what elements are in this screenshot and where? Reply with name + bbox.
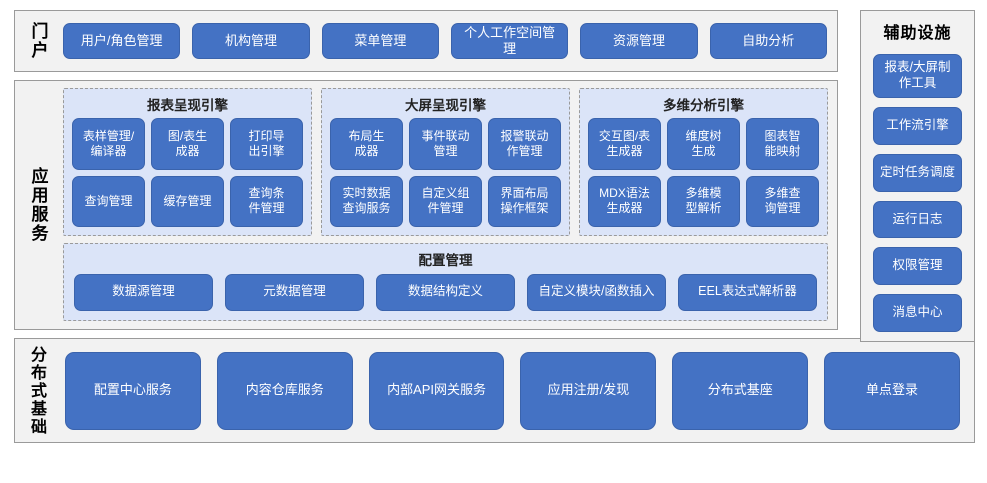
- config-management-button-group: 数据源管理 元数据管理 数据结构定义 自定义模块/函数插入 EEL表达式解析器: [74, 273, 817, 311]
- config-management-title: 配置管理: [418, 253, 473, 268]
- distributed-infrastructure-section: 分布式基础 配置中心服务 内容仓库服务 内部API网关服务 应用注册/发现 分布…: [14, 338, 975, 443]
- distributed-infrastructure-label: 分布式基础: [28, 345, 45, 436]
- portal-button-self-service-analysis[interactable]: 自助分析: [709, 23, 827, 59]
- config-button-datasource-management[interactable]: 数据源管理: [74, 273, 213, 311]
- middle-row: 应用服务 报表呈现引擎 表样管理/ 编译器 图/表生 成器 打印导 出引擎 查询…: [14, 80, 975, 330]
- aux-button-scheduled-task-scheduling[interactable]: 定时任务调度: [872, 153, 962, 192]
- engine-panels: 报表呈现引擎 表样管理/ 编译器 图/表生 成器 打印导 出引擎 查询管理 缓存…: [63, 88, 828, 236]
- engine-panel-multidimensional-grid: 交互图/表 生成器 维度树 生成 图表智 能映射 MDX语法 生成器 多维模 型…: [588, 118, 819, 227]
- engine-panel-large-screen: 大屏呈现引擎 布局生 成器 事件联动 管理 报警联动 作管理 实时数据 查询服务…: [321, 88, 570, 236]
- dist-button-single-sign-on[interactable]: 单点登录: [824, 351, 960, 430]
- report-button-query-management[interactable]: 查询管理: [72, 175, 145, 227]
- multidim-button-mdx-syntax-generator[interactable]: MDX语法 生成器: [588, 175, 661, 227]
- dist-button-app-registration-discovery[interactable]: 应用注册/发现: [520, 351, 657, 430]
- engine-panel-report-grid: 表样管理/ 编译器 图/表生 成器 打印导 出引擎 查询管理 缓存管理 查询条 …: [72, 118, 303, 227]
- config-button-data-structure-definition[interactable]: 数据结构定义: [376, 273, 515, 311]
- config-button-metadata-management[interactable]: 元数据管理: [225, 273, 364, 311]
- multidim-button-multidimensional-query-management[interactable]: 多维查 询管理: [746, 175, 819, 227]
- dist-button-distributed-base[interactable]: 分布式基座: [672, 351, 809, 430]
- engine-panel-report-title: 报表呈现引擎: [147, 98, 228, 113]
- aux-button-report-dashboard-authoring-tool[interactable]: 报表/大屏制 作工具: [872, 54, 962, 98]
- portal-section-label: 门户: [28, 22, 48, 60]
- portal-button-menu-management[interactable]: 菜单管理: [321, 23, 439, 59]
- multidim-button-multidimensional-model-parsing[interactable]: 多维模 型解析: [667, 175, 740, 227]
- distributed-button-group: 配置中心服务 内容仓库服务 内部API网关服务 应用注册/发现 分布式基座 单点…: [57, 339, 974, 442]
- application-services-body: 报表呈现引擎 表样管理/ 编译器 图/表生 成器 打印导 出引擎 查询管理 缓存…: [61, 81, 837, 329]
- portal-button-group: 用户/角色管理 机构管理 菜单管理 个人工作空间管理 资源管理 自助分析: [61, 11, 837, 71]
- portal-button-resource-management[interactable]: 资源管理: [580, 23, 698, 59]
- aux-button-runtime-log[interactable]: 运行日志: [872, 200, 962, 239]
- portal-button-personal-workspace-management[interactable]: 个人工作空间管理: [450, 23, 569, 59]
- dist-button-config-center-service[interactable]: 配置中心服务: [65, 351, 201, 430]
- dist-button-content-repository-service[interactable]: 内容仓库服务: [216, 351, 353, 430]
- report-button-template-management-compiler[interactable]: 表样管理/ 编译器: [72, 118, 145, 170]
- bottom-row: 分布式基础 配置中心服务 内容仓库服务 内部API网关服务 应用注册/发现 分布…: [14, 338, 975, 443]
- portal-section: 门户 用户/角色管理 机构管理 菜单管理 个人工作空间管理 资源管理 自助分析: [14, 10, 838, 72]
- aux-button-workflow-engine[interactable]: 工作流引擎: [872, 106, 962, 145]
- auxiliary-facilities-title: 辅助设施: [883, 25, 952, 42]
- top-row: 门户 用户/角色管理 机构管理 菜单管理 个人工作空间管理 资源管理 自助分析: [14, 10, 975, 72]
- aux-button-message-center[interactable]: 消息中心: [872, 294, 962, 333]
- config-button-eel-expression-parser[interactable]: EEL表达式解析器: [678, 273, 817, 311]
- multidim-button-interactive-chart-table-generator[interactable]: 交互图/表 生成器: [588, 118, 661, 170]
- large-screen-button-ui-layout-operation-framework[interactable]: 界面布局 操作框架: [488, 175, 561, 227]
- auxiliary-facilities-section: 辅助设施 报表/大屏制 作工具 工作流引擎 定时任务调度 运行日志 权限管理 消…: [859, 10, 975, 342]
- report-button-query-condition-management[interactable]: 查询条 件管理: [230, 175, 303, 227]
- report-button-cache-management[interactable]: 缓存管理: [151, 175, 224, 227]
- engine-panel-large-screen-grid: 布局生 成器 事件联动 管理 报警联动 作管理 实时数据 查询服务 自定义组 件…: [330, 118, 561, 227]
- large-screen-button-alarm-linkage-action-management[interactable]: 报警联动 作管理: [488, 118, 561, 170]
- engine-panel-multidimensional-title: 多维分析引擎: [663, 98, 744, 113]
- application-services-section: 应用服务 报表呈现引擎 表样管理/ 编译器 图/表生 成器 打印导 出引擎 查询…: [14, 80, 838, 330]
- multidim-button-chart-smart-mapping[interactable]: 图表智 能映射: [746, 118, 819, 170]
- config-management-panel: 配置管理 数据源管理 元数据管理 数据结构定义 自定义模块/函数插入 EEL表达…: [63, 243, 828, 321]
- portal-button-org-management[interactable]: 机构管理: [192, 23, 310, 59]
- large-screen-button-custom-component-management[interactable]: 自定义组 件管理: [409, 175, 482, 227]
- engine-panel-report: 报表呈现引擎 表样管理/ 编译器 图/表生 成器 打印导 出引擎 查询管理 缓存…: [63, 88, 312, 236]
- large-screen-button-event-linkage-management[interactable]: 事件联动 管理: [409, 118, 482, 170]
- multidim-button-dimension-tree-generation[interactable]: 维度树 生成: [667, 118, 740, 170]
- large-screen-button-realtime-data-query-service[interactable]: 实时数据 查询服务: [330, 175, 403, 227]
- aux-button-permission-management[interactable]: 权限管理: [872, 247, 962, 286]
- config-button-custom-module-function-insertion[interactable]: 自定义模块/函数插入: [527, 273, 666, 311]
- report-button-chart-table-generator[interactable]: 图/表生 成器: [151, 118, 224, 170]
- portal-button-user-role-management[interactable]: 用户/角色管理: [63, 23, 181, 59]
- application-services-label: 应用服务: [28, 167, 48, 243]
- report-button-print-export-engine[interactable]: 打印导 出引擎: [230, 118, 303, 170]
- dist-button-internal-api-gateway-service[interactable]: 内部API网关服务: [368, 351, 505, 430]
- large-screen-button-layout-generator[interactable]: 布局生 成器: [330, 118, 403, 170]
- engine-panel-multidimensional: 多维分析引擎 交互图/表 生成器 维度树 生成 图表智 能映射 MDX语法 生成…: [579, 88, 828, 236]
- engine-panel-large-screen-title: 大屏呈现引擎: [405, 98, 486, 113]
